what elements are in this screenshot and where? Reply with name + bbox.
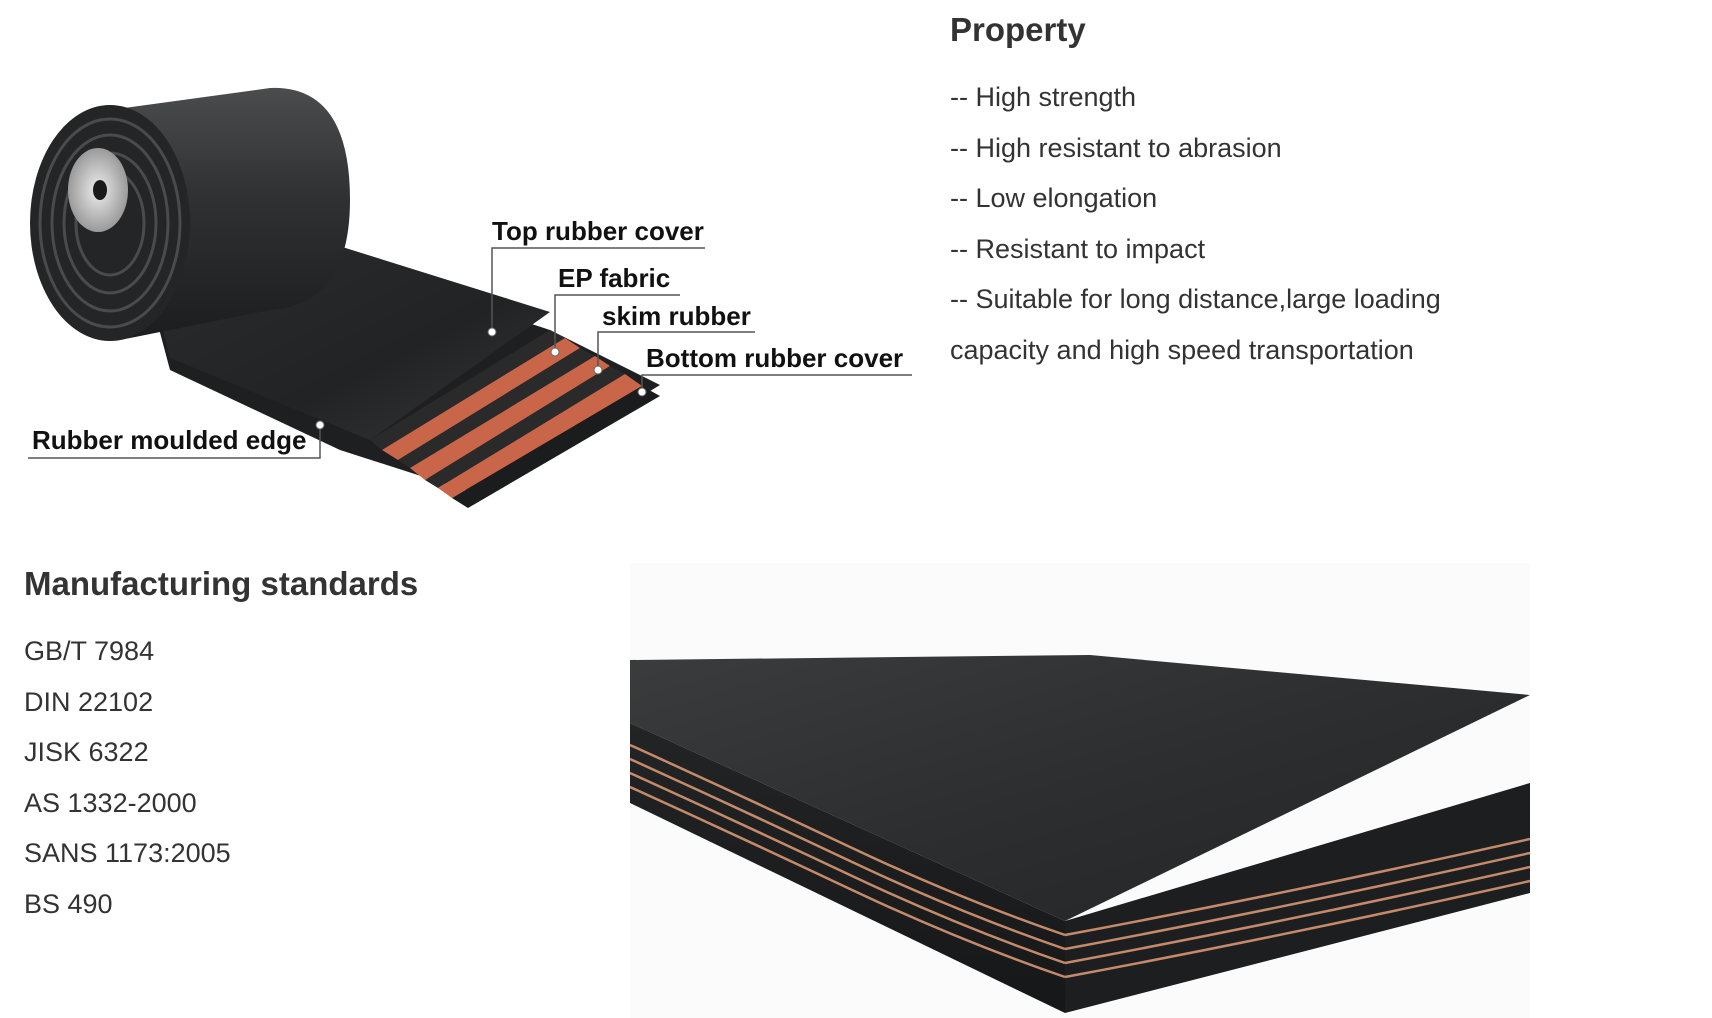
list-item: AS 1332-2000 bbox=[24, 787, 197, 818]
list-item: BS 490 bbox=[24, 888, 113, 919]
list-item: DIN 22102 bbox=[24, 686, 154, 717]
list-item: -- High strength bbox=[950, 82, 1137, 112]
list-item: JISK 6322 bbox=[24, 737, 149, 767]
standards-section: Manufacturing standards GB/T 7984 DIN 22… bbox=[24, 564, 544, 929]
list-item: capacity and high speed transportation bbox=[950, 334, 1414, 365]
list-item: -- High resistant to abrasion bbox=[950, 132, 1282, 163]
label-ep-fabric: EP fabric bbox=[558, 263, 670, 293]
list-item: GB/T 7984 bbox=[24, 636, 155, 666]
label-skim-rubber: skim rubber bbox=[602, 301, 751, 331]
list-item: -- Resistant to impact bbox=[950, 233, 1206, 264]
label-rubber-moulded-edge: Rubber moulded edge bbox=[32, 425, 306, 455]
belt-body bbox=[150, 240, 660, 508]
property-list: -- High strength -- High resistant to ab… bbox=[950, 72, 1690, 375]
label-bottom-rubber-cover: Bottom rubber cover bbox=[646, 343, 903, 373]
fabric-plies bbox=[630, 743, 1530, 979]
standards-list: GB/T 7984 DIN 22102 JISK 6322 AS 1332-20… bbox=[24, 626, 544, 929]
property-section: Property -- High strength -- High resist… bbox=[950, 10, 1690, 375]
conveyor-belt-diagram: Top rubber cover EP fabric skim rubber B… bbox=[28, 87, 912, 508]
belt-section-photo bbox=[630, 563, 1530, 1018]
label-top-rubber-cover: Top rubber cover bbox=[492, 216, 704, 246]
belt-top-face bbox=[630, 655, 1530, 921]
belt-roll bbox=[30, 87, 350, 341]
list-item: SANS 1173:2005 bbox=[24, 838, 231, 868]
property-title: Property bbox=[950, 11, 1086, 48]
list-item: -- Suitable for long distance,large load… bbox=[950, 284, 1441, 314]
list-item: -- Low elongation bbox=[950, 183, 1158, 213]
standards-title: Manufacturing standards bbox=[24, 565, 419, 602]
